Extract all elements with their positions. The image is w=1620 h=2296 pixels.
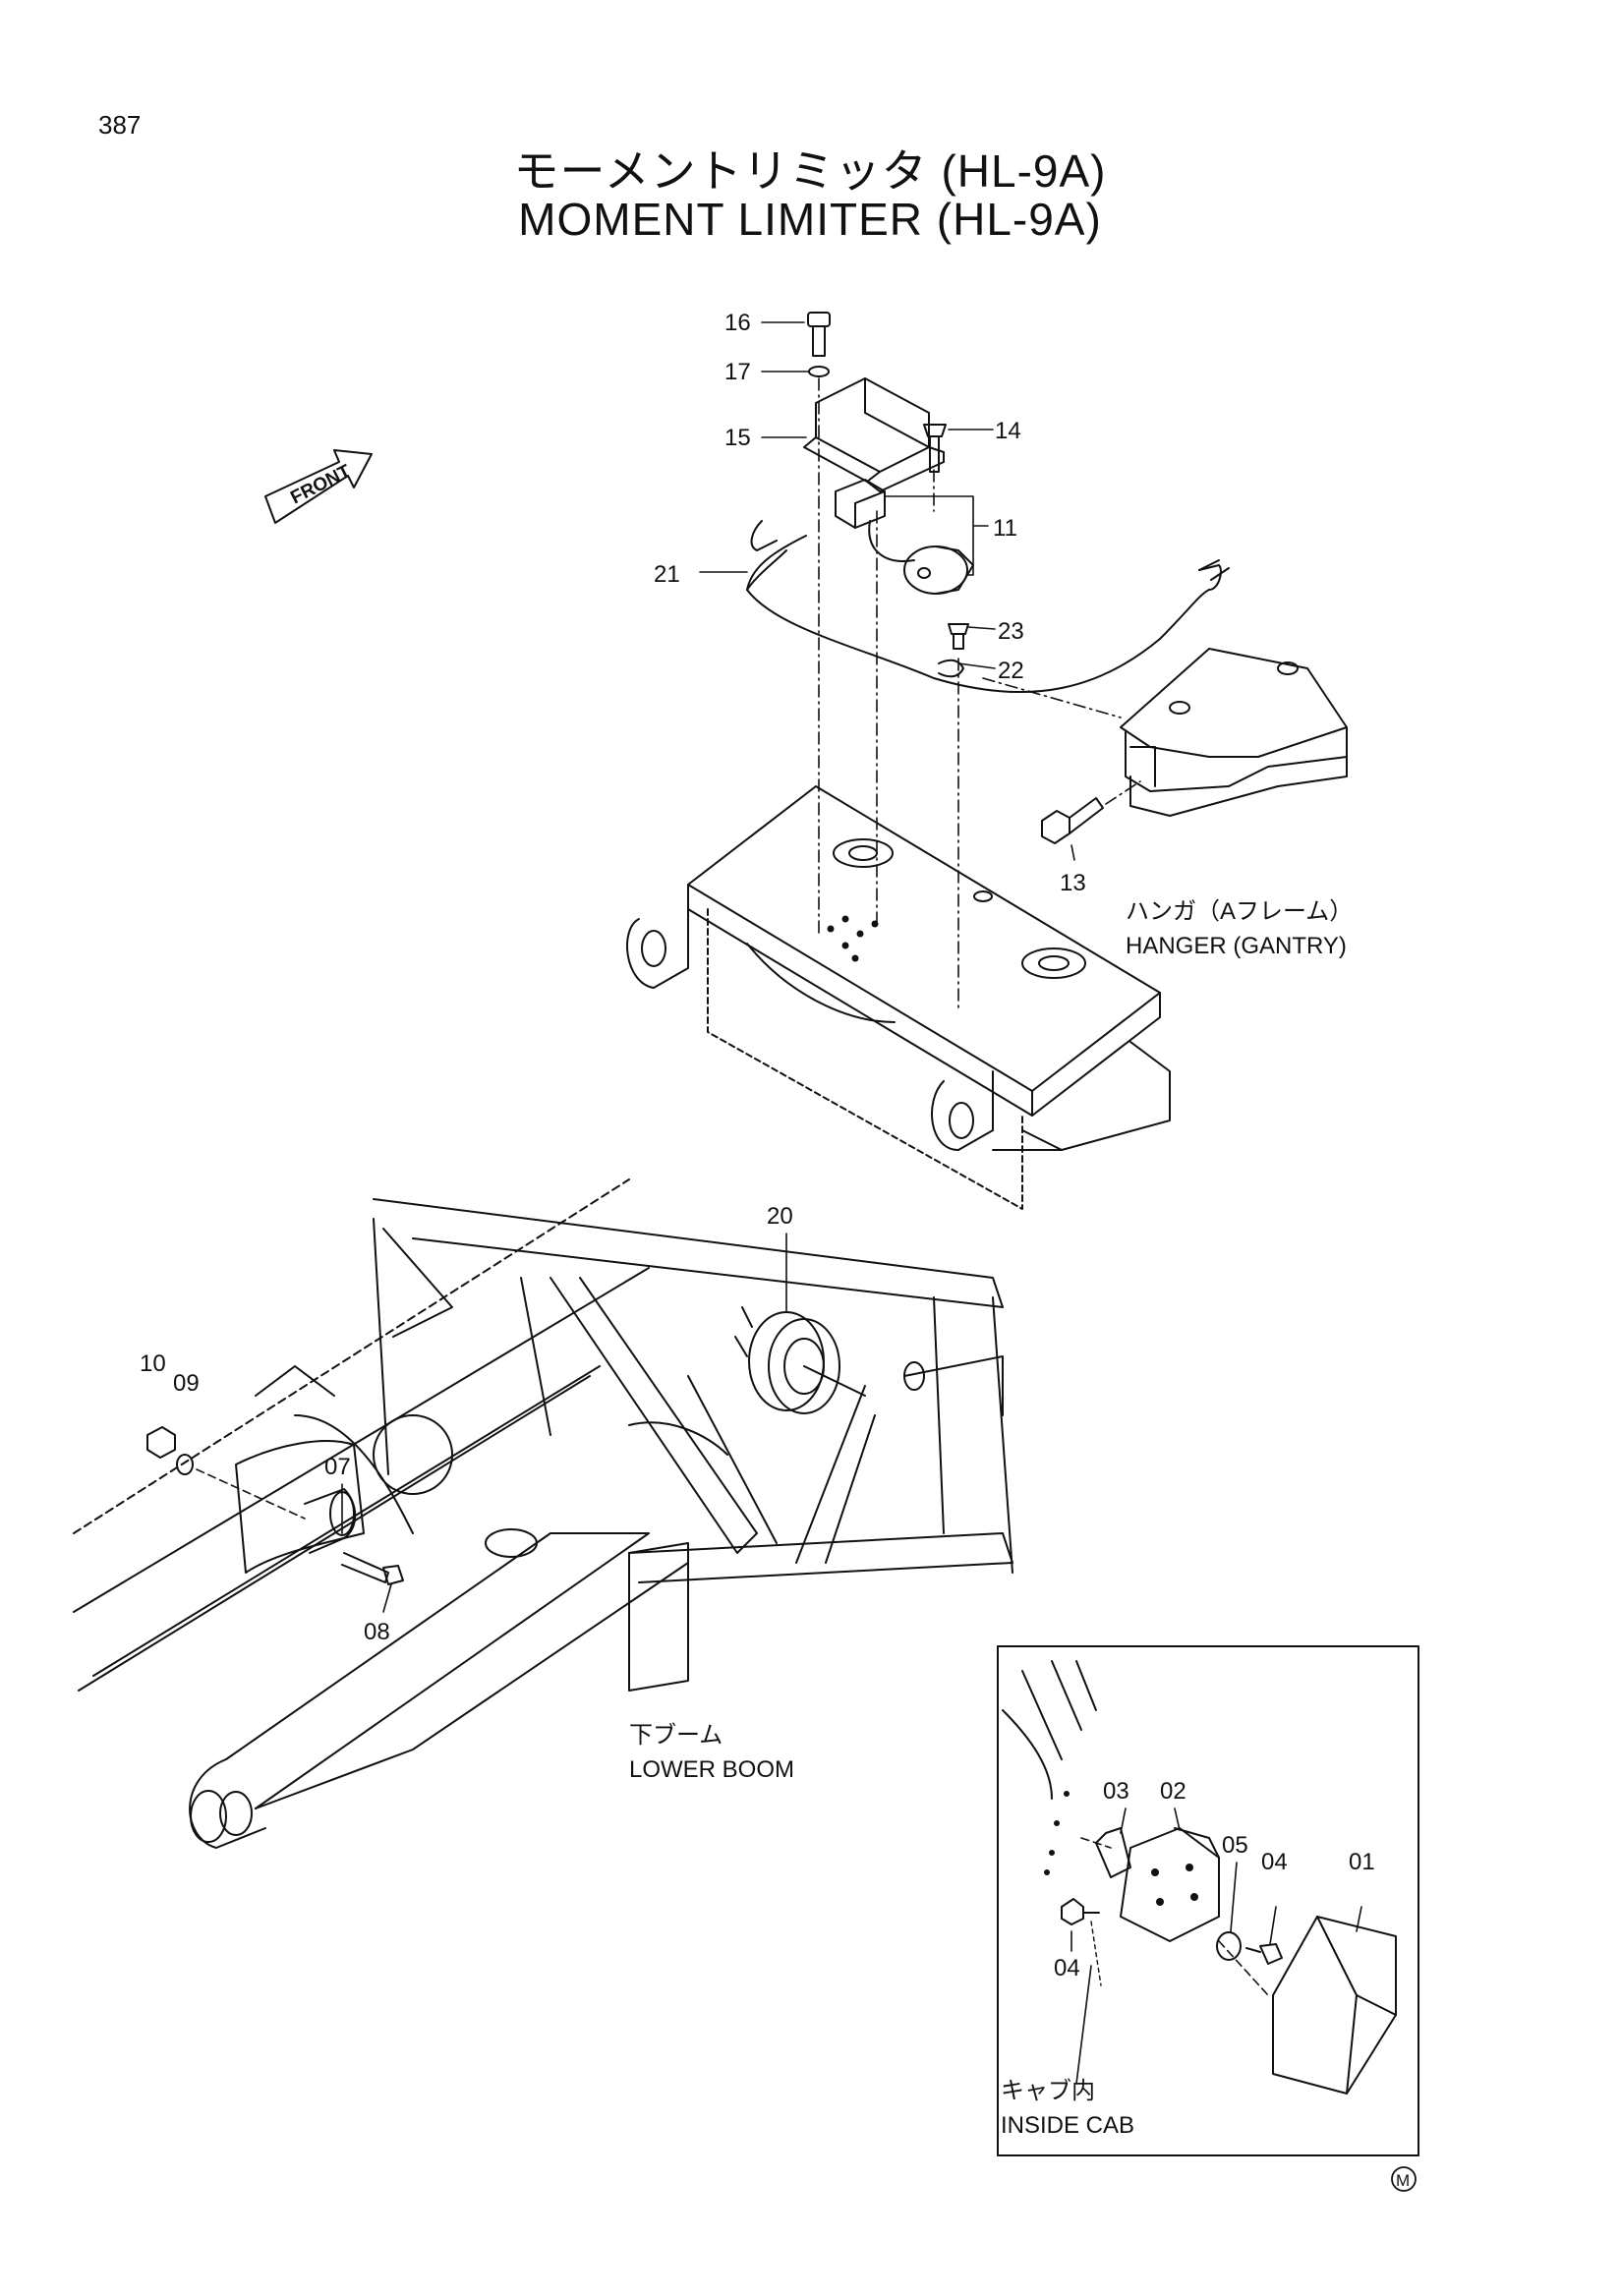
callout-07: 07 [324, 1454, 351, 1480]
callout-04-right: 04 [1261, 1849, 1288, 1875]
callout-10: 10 [140, 1350, 166, 1377]
limit-switch-11 [835, 479, 974, 595]
callout-16: 16 [724, 310, 751, 336]
screw-23 [948, 623, 969, 650]
washer-09 [176, 1454, 194, 1475]
cable-21 [746, 520, 1230, 694]
callout-15: 15 [724, 425, 751, 451]
callout-05: 05 [1222, 1832, 1248, 1859]
callout-03: 03 [1103, 1778, 1129, 1805]
title-english: MOMENT LIMITER (HL-9A) [518, 194, 1102, 245]
lower-boom-label-en: LOWER BOOM [629, 1756, 794, 1783]
m-mark: M [1391, 2166, 1417, 2192]
callout-08: 08 [364, 1619, 390, 1645]
cover-15 [803, 377, 945, 492]
svg-text:M: M [1396, 2171, 1410, 2190]
inside-cab-label-jp: キャブ内 [1001, 2078, 1095, 2104]
bolt-16 [807, 312, 831, 357]
cable-drum-20 [734, 1306, 866, 1414]
callout-21: 21 [654, 561, 680, 588]
hanger-base [626, 785, 1171, 1210]
hanger-bracket [1120, 648, 1348, 817]
washer-17 [808, 366, 830, 377]
callout-01: 01 [1349, 1849, 1375, 1875]
front-label: FRONT [287, 461, 354, 509]
hanger-label-jp: ハンガ（Aフレーム） [1126, 898, 1353, 925]
bolt-08 [341, 1552, 404, 1585]
page-number: 387 [98, 110, 142, 140]
bolt-13 [1041, 797, 1104, 844]
callout-02: 02 [1160, 1778, 1186, 1805]
lower-boom [73, 1178, 1013, 1849]
hanger-label-en: HANGER (GANTRY) [1126, 933, 1347, 959]
front-arrow-icon [264, 449, 373, 524]
callout-17: 17 [724, 359, 751, 385]
alignment-lines [818, 377, 1141, 1013]
callout-20: 20 [767, 1203, 793, 1230]
nut-10 [146, 1426, 176, 1459]
callout-22: 22 [998, 658, 1024, 684]
callout-09: 09 [173, 1370, 200, 1397]
callout-23: 23 [998, 618, 1024, 645]
lower-boom-label-jp: 下ブーム [629, 1722, 723, 1749]
title-japanese: モーメントリミッタ (HL-9A) [513, 145, 1107, 197]
inside-cab-label-en: INSIDE CAB [1001, 2112, 1134, 2139]
leader-lines [341, 321, 1362, 2085]
callout-13: 13 [1060, 870, 1086, 896]
callout-04-left: 04 [1054, 1955, 1080, 1981]
callout-14: 14 [995, 418, 1021, 444]
callout-11: 11 [993, 515, 1017, 542]
clip-22 [938, 659, 964, 678]
